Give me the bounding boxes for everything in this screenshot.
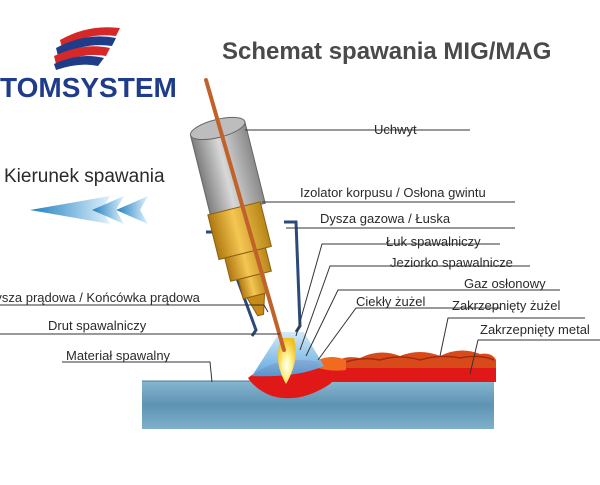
label-base-material: Materiał spawalny (66, 348, 171, 363)
weld-bead (300, 350, 496, 382)
label-gas-nozzle: Dysza gazowa / Łuska (320, 211, 451, 226)
brand-logo-text: TOMSYSTEM (0, 72, 177, 103)
label-shielding-gas: Gaz osłonowy (464, 276, 546, 291)
label-wire: Drut spawalniczy (48, 318, 147, 333)
logo-icon (54, 27, 120, 70)
label-liquid-slag: Ciekły żużel (356, 294, 426, 309)
welding-wire (204, 78, 286, 352)
torch-holder (189, 116, 266, 218)
label-insulator: Izolator korpusu / Osłona gwintu (300, 185, 486, 200)
welding-direction-label: Kierunek spawania (4, 166, 165, 187)
label-weld-pool: Jeziorko spawalnicze (390, 255, 513, 270)
page-title: Schemat spawania MIG/MAG (222, 38, 552, 65)
label-solid-slag: Zakrzepnięty żużel (452, 298, 561, 313)
label-contact-tip: Dysza prądowa / Końcówka prądowa (0, 290, 200, 305)
label-holder: Uchwyt (374, 122, 417, 137)
liquid-slag (318, 357, 346, 371)
leader-lines (0, 129, 600, 383)
label-solid-metal: Zakrzepnięty metal (480, 322, 590, 337)
label-arc: Łuk spawalniczy (386, 234, 481, 249)
direction-arrows-icon (30, 196, 148, 224)
